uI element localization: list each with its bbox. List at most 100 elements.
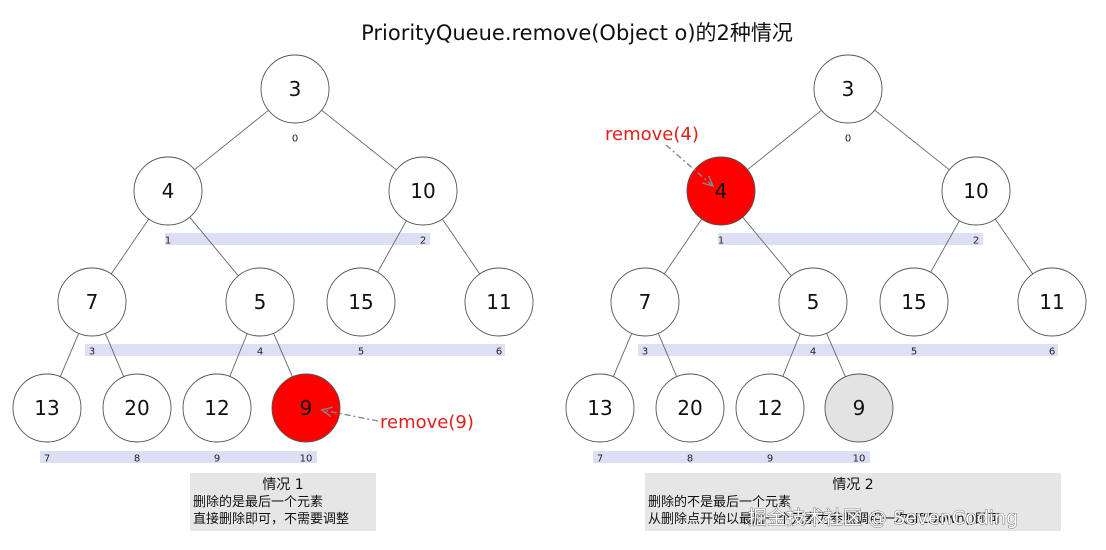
index-bar [718,233,983,245]
array-index-label: 0 [292,134,298,145]
heap-node-value: 4 [162,179,175,203]
heap-node-value: 4 [715,179,728,203]
heap-node-10 [941,156,1011,226]
array-index-label: 3 [642,347,648,358]
array-index-label: 8 [687,454,693,465]
heap-node-value: 9 [300,396,313,420]
array-index-label: 1 [718,236,724,247]
array-index-label: 7 [597,454,603,465]
array-index-label: 8 [134,454,140,465]
tree-edge [273,333,293,377]
array-index-label: 6 [1049,347,1055,358]
heap-node-3 [260,54,330,124]
heap-node-13 [12,373,82,443]
index-bar [593,451,870,463]
array-index-label: 5 [911,347,917,358]
note-line: 删除的是最后一个元素 [193,494,323,510]
heap-node-value: 3 [289,77,302,101]
callout-arrow [321,409,379,422]
heap-node-value: 12 [204,396,229,420]
heap-node-value: 13 [587,396,612,420]
callout-label: remove(4) [605,124,699,145]
heap-node-value: 5 [254,290,267,314]
watermark: 掘金技术社区 @ SevenCoding [748,507,1018,529]
heap-node-value: 7 [86,290,99,314]
heap-node-11 [1017,267,1087,337]
heap-node-15 [879,267,949,337]
index-bar [85,344,505,356]
heap-node-value: 9 [853,396,866,420]
heap-node-9 [824,373,894,443]
note-box [190,473,376,531]
callout-arrowhead [702,175,715,188]
array-index-label: 7 [44,454,50,465]
heap-node-value: 10 [410,179,435,203]
heap-node-5 [778,267,848,337]
heap-node-value: 15 [348,290,373,314]
heap-node-value: 11 [486,290,511,314]
heap-node-value: 7 [639,290,652,314]
array-index-label: 2 [973,236,979,247]
tree-edge [110,218,150,275]
heap-node-11 [464,267,534,337]
heap-node-13 [565,373,635,443]
heap-node-7 [57,267,127,337]
heap-node-15 [326,267,396,337]
heap-node-value: 13 [34,396,59,420]
tree-edge [194,109,269,171]
array-index-label: 10 [300,454,313,465]
heap-node-value: 10 [963,179,988,203]
array-index-label: 5 [358,347,364,358]
heap-node-12 [735,373,805,443]
array-index-label: 1 [165,236,171,247]
array-index-label: 9 [767,454,773,465]
tree-edge [826,333,846,377]
array-index-label: 2 [420,236,426,247]
array-index-label: 6 [496,347,502,358]
tree-edge [104,333,125,377]
callout-label: remove(9) [380,412,474,433]
heap-node-7 [610,267,680,337]
heap-node-value: 15 [901,290,926,314]
tree-edge [930,220,960,273]
panel-case-1: 3 0 4 1 10 2 7 3 5 4 15 5 11 6 13 7 20 8 12 9 9 10 remove(9) 情况… [12,54,534,531]
array-index-label: 9 [214,454,220,465]
heap-node-10 [388,156,458,226]
tree-edge [874,109,950,171]
tree-edge [742,216,792,277]
heap-node-value: 3 [842,77,855,101]
array-index-label: 3 [89,347,95,358]
callout-arrow [665,144,714,187]
callout-arrowhead [320,406,333,418]
heap-node-12 [182,373,252,443]
heap-node-3 [813,54,883,124]
heap-node-20 [655,373,725,443]
heap-node-value: 20 [124,396,149,420]
array-index-label: 0 [845,134,851,145]
tree-edge [657,333,678,377]
diagram-title: PriorityQueue.remove(Object o)的2种情况 [361,21,793,45]
tree-edge [612,333,633,377]
heap-node-4 [686,156,756,226]
array-index-label: 10 [853,454,866,465]
array-index-label: 4 [810,347,816,358]
tree-edge [747,109,822,171]
tree-edge [321,109,397,171]
tree-edge [377,220,407,273]
index-bar [40,451,317,463]
note-line: 从删除点开始以最后一个元素为参照调用一次siftDown()即可 [648,511,1001,527]
tree-edge [229,333,248,377]
panel-case-2: 30411027354155116137208129910remove(4)情况… [565,54,1087,531]
heap-node-value: 20 [677,396,702,420]
note-box [645,473,1061,531]
tree-edge [441,218,481,275]
tree-edge [663,218,703,275]
array-index-label: 4 [257,347,263,358]
tree-edge [994,218,1034,275]
heap-node-20 [102,373,172,443]
note-line: 直接删除即可，不需要调整 [193,511,349,527]
tree-edge [59,333,80,377]
heap-node-4 [133,156,203,226]
note-title: 情况 1 [262,477,303,493]
